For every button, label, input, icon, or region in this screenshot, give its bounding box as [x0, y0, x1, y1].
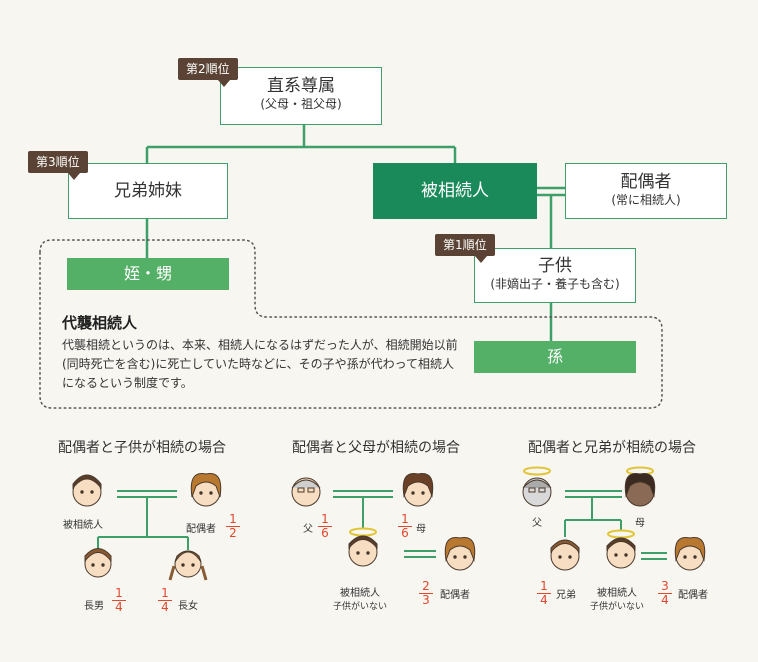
case2-title: 配偶者と父母が相続の場合	[292, 440, 460, 456]
spouse-box: 配偶者 (常に相続人)	[565, 163, 727, 219]
case3-decedent-note: 子供がいない	[590, 602, 645, 612]
lineal-ascendant-box: 直系尊属 (父母・祖父母)	[220, 67, 382, 125]
case3-father-face-icon	[522, 477, 552, 507]
case1-daughter-label: 長女	[178, 601, 198, 612]
case2-mother-face-icon	[402, 472, 434, 507]
children-name: 子供	[538, 256, 572, 276]
case3-decedent-halo	[607, 529, 635, 539]
case1-title: 配偶者と子供が相続の場合	[58, 440, 226, 456]
grandchild-box: 孫	[474, 341, 636, 373]
siblings-box: 兄弟姉妹	[68, 163, 228, 219]
case2-decedent-label: 被相続人	[340, 588, 380, 599]
case1-daughter-face-icon	[168, 550, 208, 581]
substitute-title: 代襲相続人	[62, 314, 138, 332]
case1-son-label: 長男	[84, 601, 104, 612]
case3-mother-label: 母	[635, 518, 645, 529]
siblings-name: 兄弟姉妹	[114, 181, 182, 201]
case3-father-label: 父	[532, 518, 542, 529]
case2-decedent-halo	[349, 527, 377, 537]
case3-mother-face-icon	[624, 472, 656, 507]
case1-son-face-icon	[84, 548, 112, 578]
case2-decedent-note: 子供がいない	[333, 602, 388, 612]
rank3-tag: 第3順位	[28, 151, 88, 180]
case2-spouse-label: 配偶者	[440, 590, 470, 601]
spouse-name: 配偶者	[620, 172, 672, 192]
substitute-outline	[39, 239, 663, 409]
case1-decedent-label: 被相続人	[63, 520, 103, 531]
case1-spouse-face-icon	[190, 472, 222, 507]
case2-spouse-face-icon	[444, 536, 476, 571]
lineal-ascendant-name: 直系尊属	[267, 76, 335, 96]
nephews-box: 姪・甥	[67, 258, 229, 290]
case3-father-halo	[523, 466, 551, 476]
case1-spouse-label: 配偶者	[186, 524, 216, 535]
children-box: 子供 (非嫡出子・養子も含む)	[474, 248, 636, 303]
children-sub: (非嫡出子・養子も含む)	[490, 277, 620, 291]
rank2-tag: 第2順位	[178, 58, 238, 87]
case3-decedent-label: 被相続人	[597, 588, 637, 599]
case2-father-label: 父	[303, 524, 313, 535]
case2-decedent-face-icon	[348, 535, 378, 567]
spouse-sub: (常に相続人)	[611, 193, 681, 207]
case3-spouse-label: 配偶者	[678, 590, 708, 601]
rank1-tag: 第1順位	[435, 234, 495, 263]
case3-spouse-face-icon	[674, 536, 706, 571]
lineal-ascendant-sub: (父母・祖父母)	[260, 97, 342, 111]
case3-mother-halo	[626, 466, 654, 476]
case3-sibling-face-icon	[550, 539, 580, 571]
substitute-body: 代襲相続というのは、本来、相続人になるはずだった人が、相続開始以前(同時死亡を含…	[62, 338, 458, 390]
case1-decedent-face-icon	[72, 474, 102, 507]
decedent-box: 被相続人	[373, 163, 537, 219]
case3-decedent-face-icon	[606, 537, 636, 569]
case2-mother-label: 母	[416, 524, 426, 535]
case2-father-face-icon	[291, 477, 321, 507]
case3-sibling-label: 兄弟	[556, 590, 576, 601]
case3-title: 配偶者と兄弟が相続の場合	[528, 440, 696, 456]
